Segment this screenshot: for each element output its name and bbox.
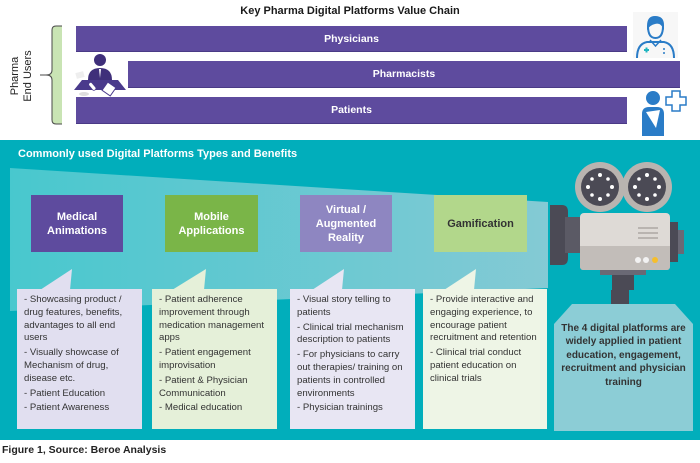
platform-mobile-applications: Mobile Applications (165, 195, 258, 252)
benefit-item: - For physicians to carry out therapies/… (297, 349, 403, 399)
callout-pointer-medical (40, 269, 72, 290)
projector-beam (10, 168, 548, 311)
platform-virtual-augmented-reality: Virtual / Augmented Reality (300, 195, 392, 252)
benefits-box-gamification: - Provide interactive and engaging exper… (423, 289, 547, 429)
physician-icon (633, 12, 678, 58)
benefits-box-mobile-applications: - Patient adherence improvement through … (152, 289, 277, 429)
end-user-bar-patients: Patients (76, 97, 627, 124)
benefit-item: - Physician trainings (297, 402, 383, 414)
callout-pointer-vr (312, 269, 344, 290)
benefit-item: - Medical education (159, 402, 243, 414)
benefit-item: - Visual story telling to patients (297, 294, 391, 318)
benefits-box-virtual-augmented-reality: - Visual story telling to patients - Cli… (290, 289, 415, 429)
callout-pointer-gamification (444, 269, 476, 290)
platform-gamification: Gamification (434, 195, 527, 252)
diagram-title: Key Pharma Digital Platforms Value Chain (240, 5, 460, 17)
benefit-item: - Patient adherence improvement through … (159, 294, 265, 344)
callout-pointers (40, 269, 476, 290)
brace-icon (40, 25, 62, 125)
end-users-label-line1: Pharma (9, 56, 21, 96)
figure-caption: Figure 1, Source: Beroe Analysis (2, 444, 167, 456)
callout-pointer-mobile (172, 269, 206, 290)
benefit-item: - Patient & Physician Communication (159, 374, 248, 399)
benefits-box-medical-animations: - Showcasing product / drug features, be… (17, 289, 142, 429)
end-users-label-line2: End Users (22, 50, 34, 102)
pharmacist-desk-icon (74, 54, 126, 97)
benefit-item: - Clinical trial conduct patient educati… (430, 347, 522, 384)
movie-camera-icon (550, 162, 684, 290)
benefit-item: - Patient engagement improvisation (159, 347, 251, 371)
benefit-item: - Visually showcase of Mechanism of drug… (24, 347, 119, 384)
end-user-bar-physicians: Physicians (76, 26, 627, 52)
section-title: Commonly used Digital Platforms Types an… (18, 148, 298, 160)
benefit-item: - Showcasing product / drug features, be… (24, 294, 123, 344)
benefit-item: - Clinical trial mechanism description t… (297, 321, 404, 346)
benefit-item: - Provide interactive and engaging exper… (430, 294, 537, 344)
patient-icon (642, 90, 687, 136)
summary-box (554, 304, 693, 431)
camera-stand-icon (611, 290, 629, 304)
benefit-item: - Patient Awareness (24, 402, 110, 414)
platform-medical-animations: Medical Animations (31, 195, 123, 252)
summary-text: The 4 digital platforms are widely appli… (561, 323, 686, 388)
end-user-bar-pharmacists: Pharmacists (128, 61, 680, 88)
benefit-item: - Patient Education (24, 387, 106, 399)
